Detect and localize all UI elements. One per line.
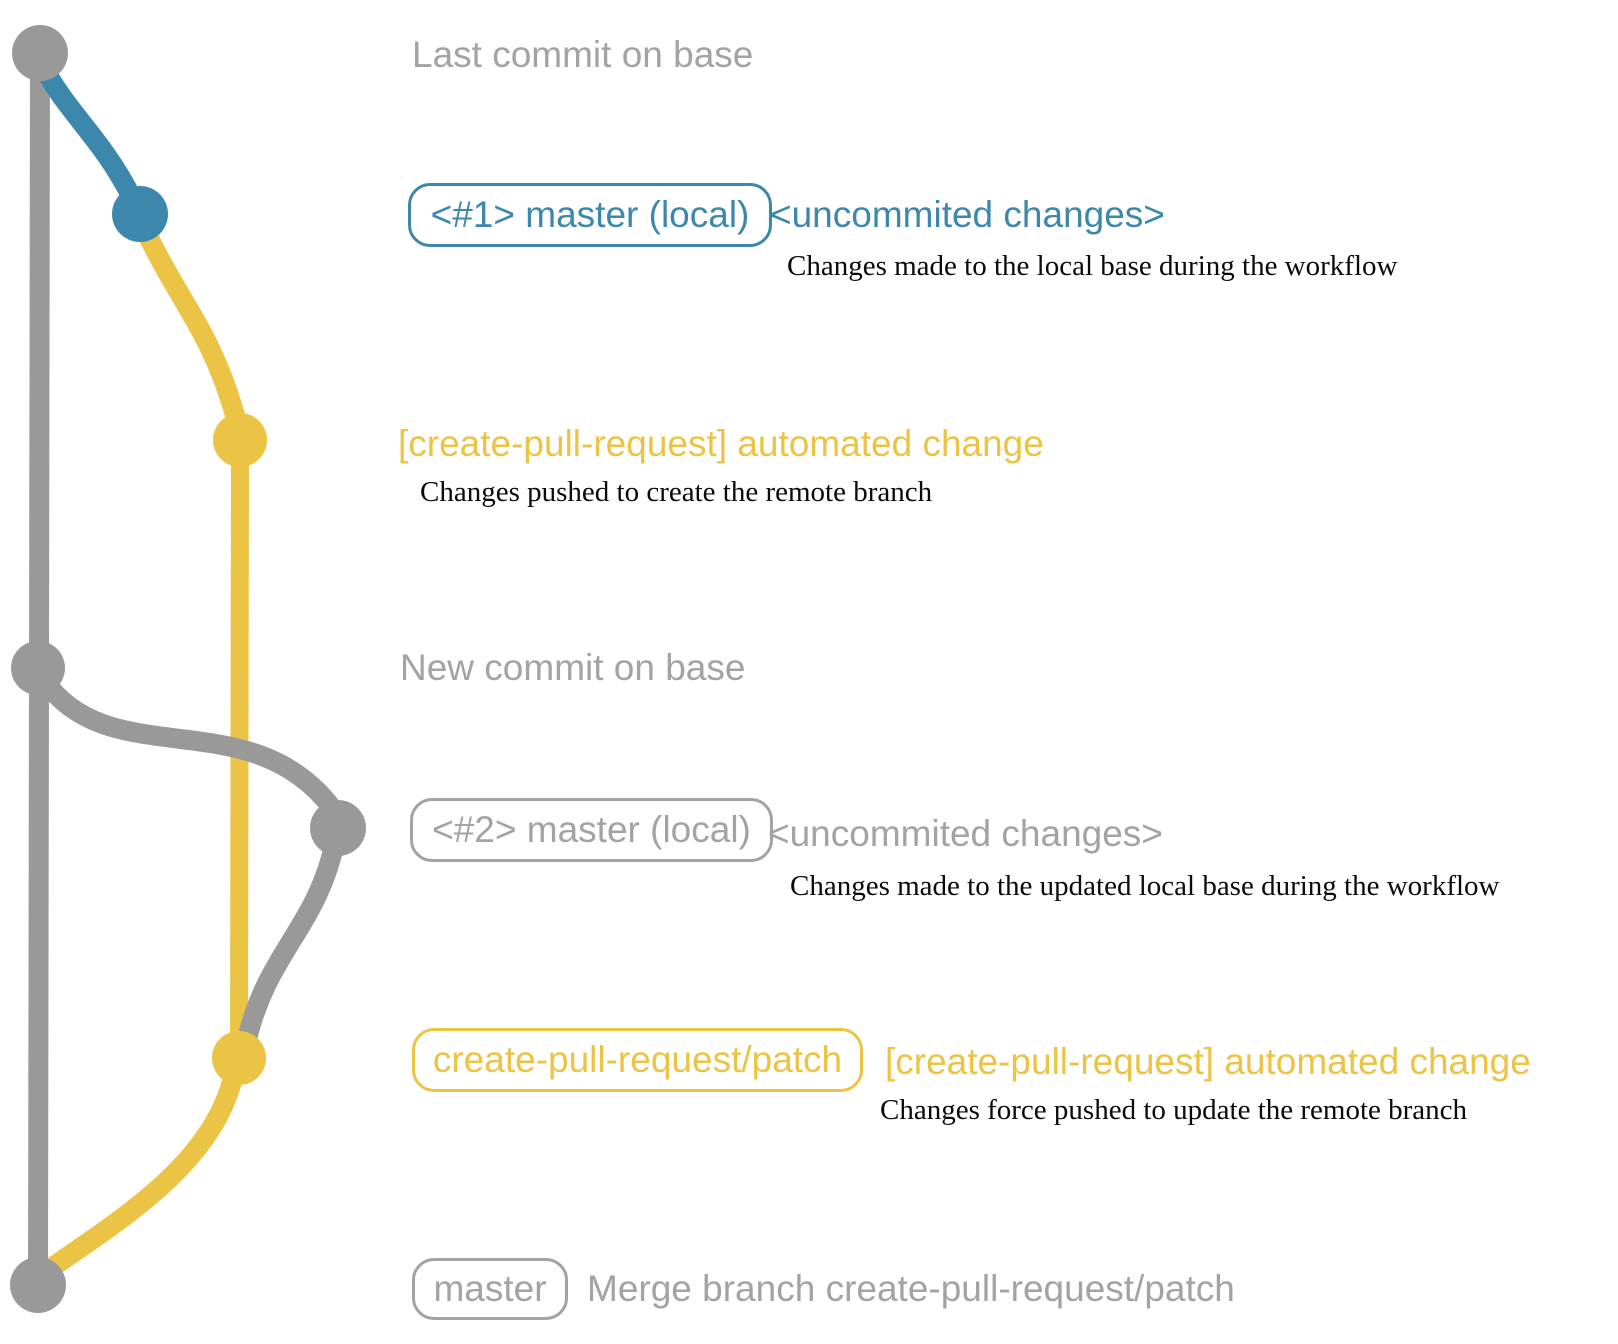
patch-branch-edge-top (136, 222, 247, 432)
branch-tag-label: <#2> master (local) (432, 809, 751, 850)
commit-node-local-2 (310, 800, 366, 856)
branch-tag-master: master (412, 1258, 568, 1320)
branch-tag-master-local-1: <#1> master (local) (408, 183, 772, 247)
local-branch-edge-1 (32, 54, 142, 208)
description-local-changes-2: Changes made to the updated local base d… (790, 870, 1500, 902)
branch-tag-create-pull-request-patch: create-pull-request/patch (412, 1028, 863, 1092)
description-local-changes-1: Changes made to the local base during th… (787, 250, 1398, 282)
description-push-create-branch: Changes pushed to create the remote bran… (420, 476, 933, 508)
commit-node-patch-2 (212, 1031, 266, 1085)
commit-node-new-base (11, 641, 65, 695)
commit-message-merge: Merge branch create-pull-request/patch (587, 1268, 1235, 1309)
commit-message-last-base: Last commit on base (412, 34, 754, 75)
commit-node-patch-1 (213, 413, 267, 467)
branch-tag-label: master (433, 1268, 547, 1309)
commit-message-new-base: New commit on base (400, 647, 746, 688)
commit-node-local-1 (112, 186, 168, 242)
description-force-push-update-branch: Changes force pushed to update the remot… (880, 1094, 1468, 1126)
commit-message-automated-change-1: [create-pull-request] automated change (398, 423, 1044, 464)
patch-branch-merge-edge (38, 1064, 244, 1280)
annotation-uncommited-changes-2: <uncommited changes> (768, 813, 1163, 854)
branch-tag-label: <#1> master (local) (430, 194, 750, 235)
annotation-uncommited-changes-1: <uncommited changes> (770, 194, 1165, 235)
commit-node-last-base (12, 25, 68, 81)
commit-message-automated-change-2: [create-pull-request] automated change (885, 1041, 1531, 1082)
branch-tag-label: create-pull-request/patch (432, 1039, 843, 1080)
local-branch-merge-edge (236, 836, 344, 1054)
branch-tag-master-local-2: <#2> master (local) (410, 798, 773, 862)
commit-node-merge (10, 1257, 66, 1313)
local-branch-edge-2 (34, 670, 342, 818)
